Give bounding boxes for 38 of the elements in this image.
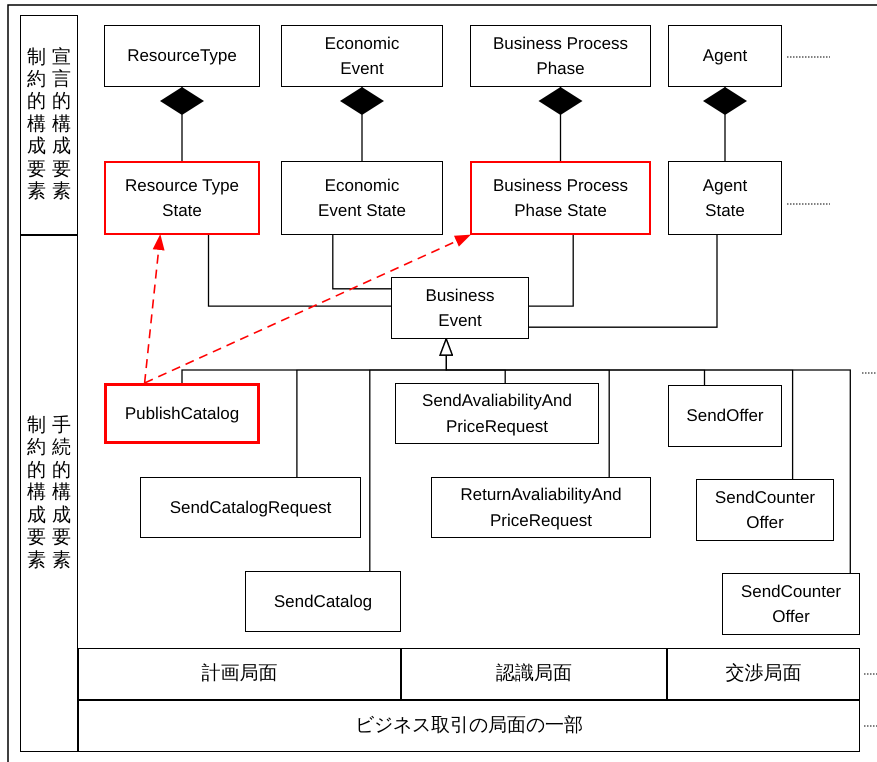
connector-line	[529, 235, 574, 307]
connector-line	[208, 235, 391, 307]
class-box: SendCounter Offer	[722, 573, 860, 635]
class-box: Business Event	[391, 277, 529, 339]
dashed-arrow	[144, 234, 471, 384]
vertical-label: 制約的構成要素	[27, 46, 46, 204]
side-header-box	[20, 235, 78, 752]
dashed-arrow	[144, 234, 165, 384]
vertical-label: 手続的構成要素	[52, 415, 71, 572]
composition-line	[703, 87, 747, 161]
vertical-label: 制約的構成要素	[27, 415, 46, 572]
connector-line	[529, 235, 718, 328]
connector-line	[332, 235, 391, 290]
class-box: PublishCatalog	[104, 383, 260, 444]
class-box: Economic Event State	[281, 161, 443, 235]
vertical-label: 宣言的構成要素	[52, 46, 71, 204]
inheritance-arrow	[440, 338, 851, 573]
class-box: Agent	[668, 25, 782, 87]
composition-line	[160, 87, 204, 161]
class-box: Resource Type State	[104, 161, 260, 235]
side-header-box	[20, 15, 78, 235]
class-box: SendCatalogRequest	[140, 477, 361, 538]
class-box: Agent State	[668, 161, 782, 235]
class-box: ResourceType	[104, 25, 260, 87]
class-box: SendOffer	[668, 385, 782, 447]
class-box: SendCatalog	[245, 571, 401, 632]
composition-line	[538, 87, 582, 161]
phase-band: 認識局面	[401, 648, 667, 700]
class-box: Economic Event	[281, 25, 443, 87]
phase-band: 交渉局面	[667, 648, 860, 700]
class-box: SendAvaliabilityAnd PriceRequest	[395, 383, 599, 444]
class-box: Business Process Phase State	[470, 161, 651, 235]
composition-line	[340, 87, 384, 161]
class-box: SendCounter Offer	[696, 479, 834, 541]
class-box: Business Process Phase	[470, 25, 651, 87]
phase-band: 計画局面	[78, 648, 401, 700]
phase-band: ビジネス取引の局面の一部	[78, 700, 860, 752]
class-box: ReturnAvaliabilityAnd PriceRequest	[431, 477, 651, 538]
